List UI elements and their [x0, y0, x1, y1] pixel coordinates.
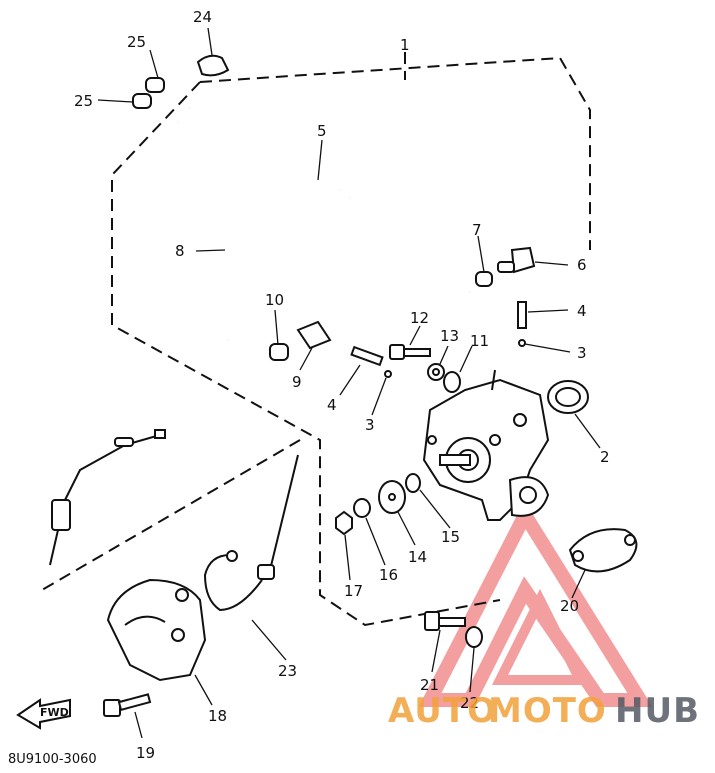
callout-7: 7 — [472, 221, 482, 239]
watermark-text: AUTO MOTO HUB — [388, 691, 700, 731]
hose-8 — [176, 119, 263, 373]
callout-25-upper: 25 — [127, 33, 146, 51]
clamp-25-upper — [145, 77, 165, 93]
callout-12: 12 — [410, 309, 429, 327]
fwd-label: FWD — [40, 706, 69, 719]
callout-24: 24 — [193, 8, 212, 26]
ball-3-left — [384, 370, 392, 378]
callout-20: 20 — [560, 597, 579, 615]
watermark-logo — [418, 500, 653, 707]
callout-6: 6 — [577, 256, 587, 274]
stud-4-right — [517, 301, 527, 329]
callout-18: 18 — [208, 707, 227, 725]
callout-11: 11 — [470, 332, 489, 350]
bolt-12 — [389, 344, 431, 360]
oil-seal-2 — [547, 380, 589, 414]
callout-22: 22 — [460, 694, 479, 712]
callout-4-right: 4 — [577, 302, 587, 320]
callout-21: 21 — [420, 676, 439, 694]
cable-left — [49, 429, 166, 566]
bolt-19 — [103, 693, 152, 717]
callout-5: 5 — [317, 122, 327, 140]
callout-19: 19 — [136, 744, 155, 762]
plate-14 — [378, 480, 406, 514]
ball-3-right — [518, 339, 526, 347]
clip-24 — [196, 54, 230, 77]
callout-4-left: 4 — [327, 396, 337, 414]
clamp-25-lower — [132, 93, 152, 109]
callout-3-left: 3 — [365, 416, 375, 434]
washer-13 — [427, 363, 445, 381]
callout-2: 2 — [600, 448, 610, 466]
bolt-21 — [424, 611, 466, 631]
elbow-fitting-9 — [296, 320, 332, 350]
clamp-7 — [475, 271, 493, 287]
fwd-arrow-icon: FWD — [16, 698, 71, 730]
callout-9: 9 — [292, 373, 302, 391]
clamp-10 — [269, 343, 289, 361]
callout-8: 8 — [175, 242, 185, 260]
callout-23: 23 — [278, 662, 297, 680]
cover-18 — [106, 578, 207, 682]
washer-16 — [353, 498, 371, 518]
callout-14: 14 — [408, 548, 427, 566]
watermark-hub: HUB — [615, 691, 700, 731]
watermark-auto: AUTO — [388, 691, 497, 731]
callout-15: 15 — [441, 528, 460, 546]
nut-17 — [335, 510, 353, 536]
leader-lines — [97, 27, 601, 739]
stud-4-left — [350, 345, 384, 367]
callout-17: 17 — [344, 582, 363, 600]
elbow-fitting-6 — [497, 246, 536, 274]
washer-15 — [405, 473, 421, 493]
cable-23 — [203, 454, 299, 612]
callout-10: 10 — [265, 291, 284, 309]
callout-1: 1 — [400, 36, 410, 54]
pump-body — [422, 369, 550, 521]
assembly-boundary — [41, 52, 591, 627]
hose-5 — [188, 105, 471, 298]
callout-3-right: 3 — [577, 344, 587, 362]
callouts: 1 2 3 3 4 4 5 6 7 8 9 10 11 12 13 14 15 … — [74, 8, 610, 762]
watermark-moto: MOTO — [488, 691, 607, 731]
callout-25-lower: 25 — [74, 92, 93, 110]
callout-16: 16 — [379, 566, 398, 584]
washer-22 — [465, 626, 483, 648]
diagram-code: 8U9100-3060 — [8, 752, 97, 767]
gasket-20 — [568, 528, 638, 573]
seal-11 — [443, 371, 461, 393]
callout-13: 13 — [440, 327, 459, 345]
